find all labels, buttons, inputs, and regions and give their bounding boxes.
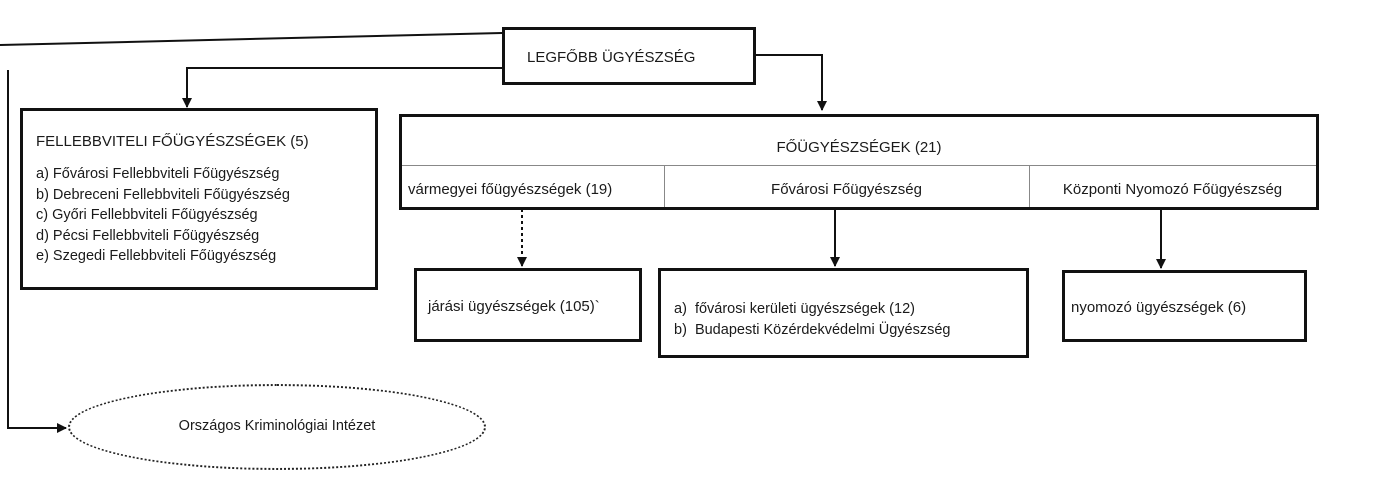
node-appellate-list: a) Fővárosi Fellebbviteli Főügyészség b)… — [36, 164, 290, 267]
node-district: járási ügyészségek (105)` — [414, 268, 642, 342]
node-appellate-title: FELLEBBVITELI FŐÜGYÉSZSÉGEK (5) — [36, 133, 309, 150]
node-chief-divider — [664, 165, 665, 207]
node-root-label: LEGFŐBB ÜGYÉSZSÉG — [527, 49, 696, 66]
node-institute-label: Országos Kriminológiai Intézet — [178, 418, 376, 434]
node-investigative: nyomozó ügyészségek (6) — [1062, 270, 1307, 342]
node-chief-divider — [402, 165, 1316, 166]
list-item: e) Szegedi Fellebbviteli Főügyészség — [36, 248, 277, 264]
node-chief-county: vármegyei főügyészségek (19) — [408, 181, 613, 198]
list-item: a) fővárosi kerületi ügyészségek (12) — [674, 301, 915, 317]
node-root: LEGFŐBB ÜGYÉSZSÉG — [502, 27, 756, 85]
node-district-label: járási ügyészségek (105)` — [428, 298, 600, 315]
node-institute: Országos Kriminológiai Intézet — [68, 384, 486, 470]
node-capital-list: a) fővárosi kerületi ügyészségek (12) b)… — [674, 299, 950, 340]
node-chief-divider — [1029, 165, 1030, 207]
node-chief: FŐÜGYÉSZSÉGEK (21) vármegyei főügyészség… — [399, 114, 1319, 210]
connector-institute-vertical — [7, 70, 67, 433]
connector-root-to-institute — [0, 32, 503, 46]
list-item: c) Győri Fellebbviteli Főügyészség — [36, 207, 258, 223]
list-item: b) Debreceni Fellebbviteli Főügyészség — [36, 186, 290, 203]
node-appellate: FELLEBBVITELI FŐÜGYÉSZSÉGEK (5) a) Fővár… — [20, 108, 378, 290]
connector-root-to-appellate — [182, 67, 502, 108]
list-item: b) Budapesti Közérdekvédelmi Ügyészség — [674, 321, 951, 338]
connector-root-to-chief — [756, 54, 827, 111]
node-chief-central: Központi Nyomozó Főügyészség — [1062, 181, 1283, 198]
node-chief-title: FŐÜGYÉSZSÉGEK (21) — [776, 139, 942, 156]
list-item: d) Pécsi Fellebbviteli Főügyészség — [36, 227, 260, 244]
node-capital: a) fővárosi kerületi ügyészségek (12) b)… — [658, 268, 1029, 358]
node-investigative-label: nyomozó ügyészségek (6) — [1071, 299, 1247, 316]
node-chief-capital: Fővárosi Főügyészség — [771, 181, 922, 198]
list-item: a) Fővárosi Fellebbviteli Főügyészség — [36, 166, 280, 182]
